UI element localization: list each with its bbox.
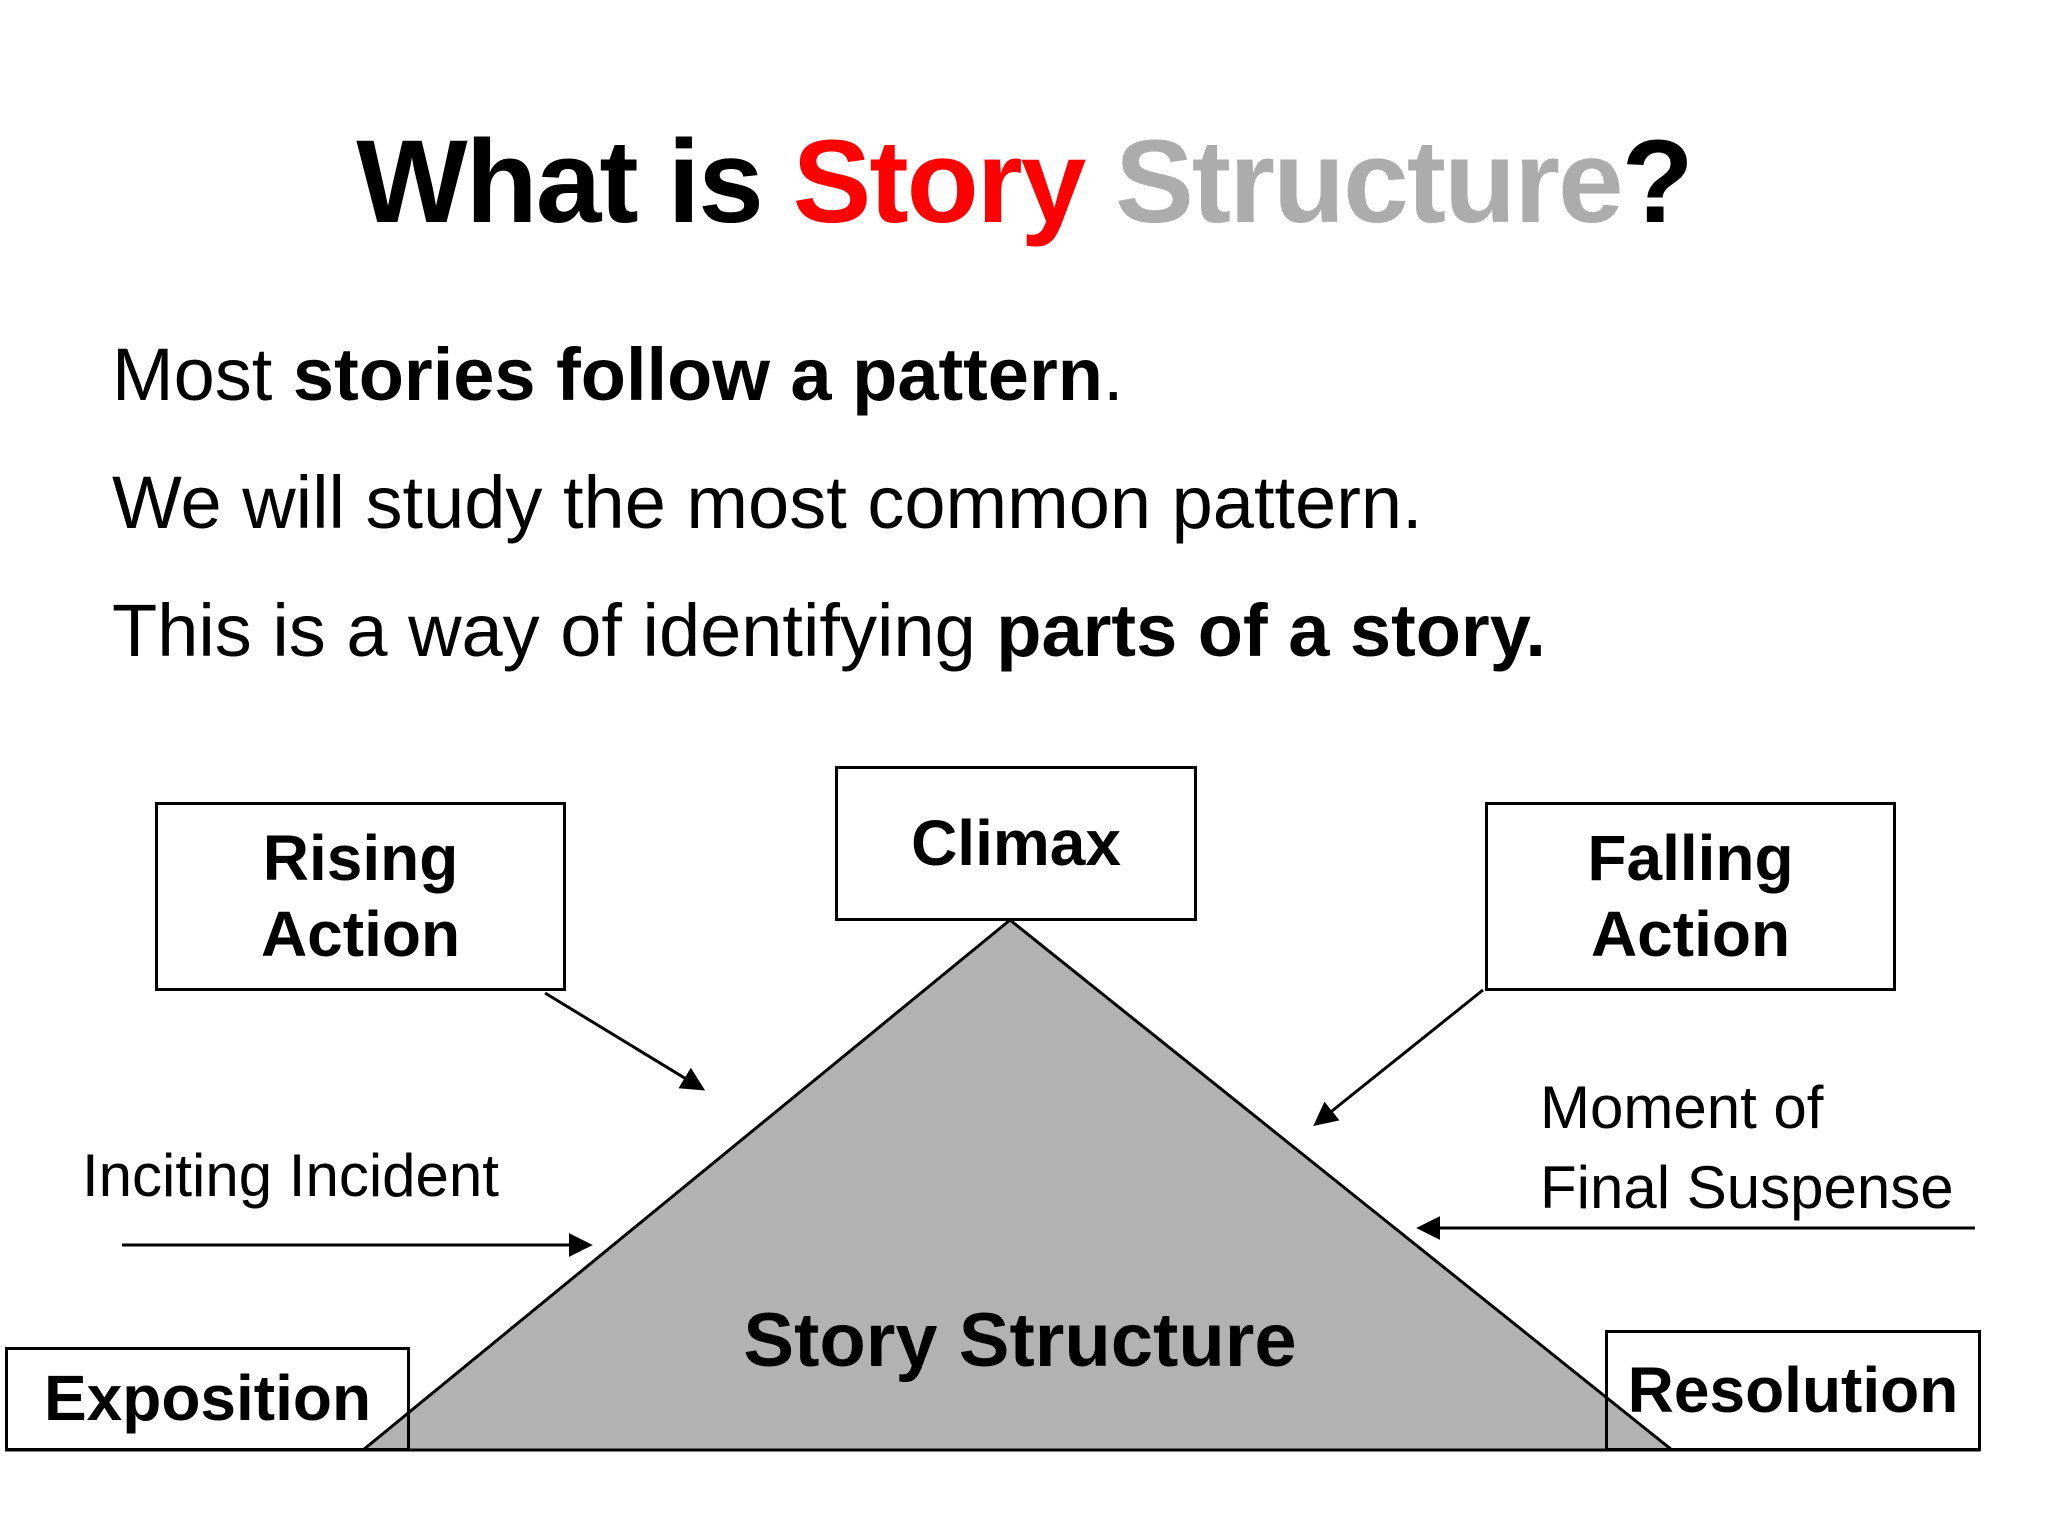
resolution-label: Resolution (1627, 1353, 1959, 1426)
rising-action-box: Rising Action (155, 802, 566, 991)
body-line-3: This is a way of identifying parts of a … (112, 589, 1546, 672)
inciting-incident-label: Inciting Incident (82, 1142, 499, 1209)
body-line-2: We will study the most common pattern. (112, 461, 1423, 544)
falling-action-label-line1: Falling (1587, 821, 1794, 894)
triangle-center-label: Story Structure (743, 1298, 1297, 1383)
moment-line2: Final Suspense (1540, 1154, 1954, 1221)
falling-action-label-line2: Action (1590, 897, 1791, 970)
rising-action-label-line1: Rising (262, 821, 459, 894)
body-line-1: Most stories follow a pattern. (112, 333, 1124, 416)
page-title: What is Story Structure? (0, 116, 2048, 248)
title-part-red: Story (792, 116, 1087, 248)
title-part-gray: Structure (1084, 116, 1624, 248)
rising-action-arrow (544, 991, 706, 1091)
exposition-box: Exposition (5, 1347, 410, 1451)
moment-line1: Moment of (1540, 1074, 1824, 1141)
climax-label: Climax (911, 806, 1121, 879)
title-question-mark: ? (1621, 116, 1694, 248)
exposition-label: Exposition (43, 1362, 372, 1435)
falling-action-arrow (1313, 988, 1484, 1127)
body-text: Most stories follow a pattern. We will s… (112, 311, 1546, 695)
moment-of-final-suspense-label: Moment of Final Suspense (1540, 1068, 1954, 1228)
title-part-black: What is (356, 116, 793, 248)
climax-box: Climax (835, 766, 1197, 921)
resolution-box: Resolution (1605, 1330, 1981, 1451)
rising-action-label-line2: Action (260, 897, 461, 970)
falling-action-box: Falling Action (1485, 802, 1896, 991)
